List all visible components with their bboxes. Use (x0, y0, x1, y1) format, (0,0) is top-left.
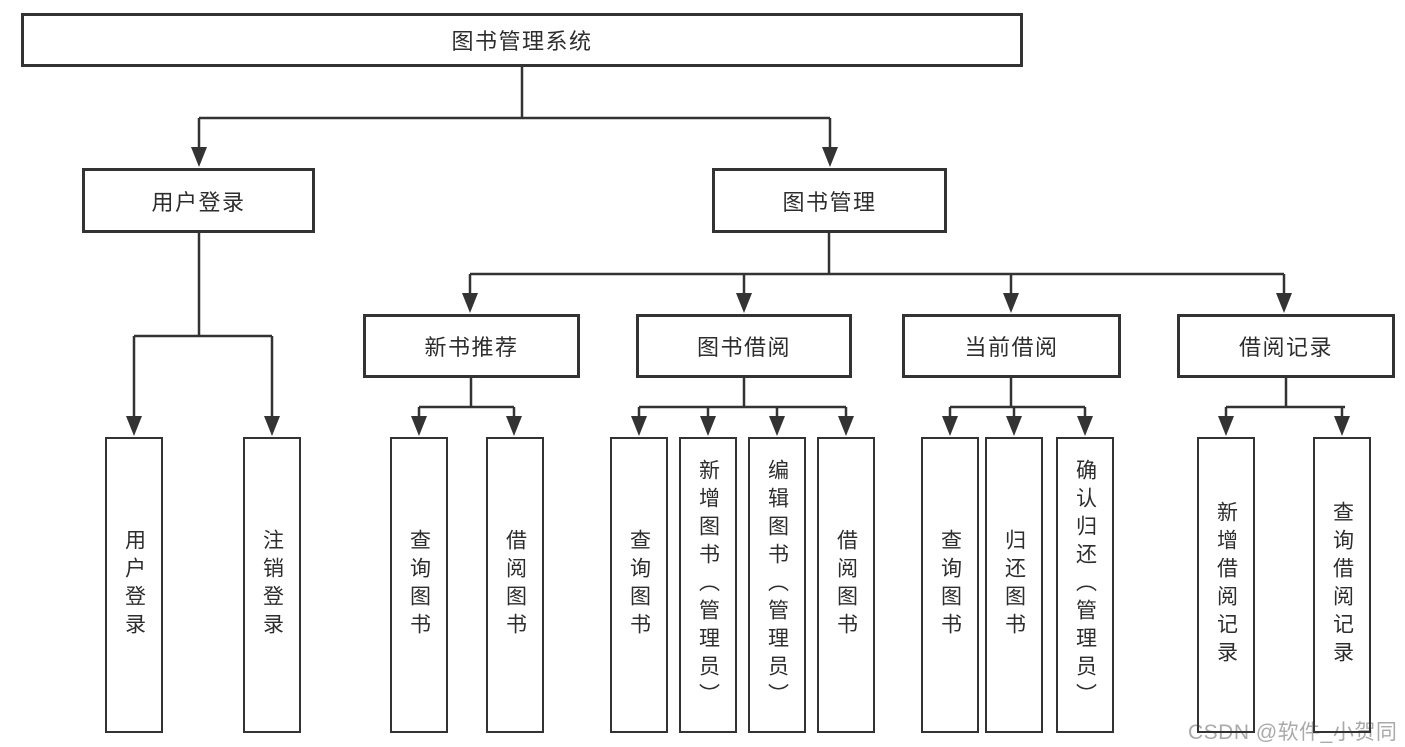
node-current-borrow: 当前借阅 (902, 314, 1121, 378)
connector-userlogin-to-leaves (132, 233, 274, 419)
node-label: 新书推荐 (424, 335, 519, 360)
connector-bookmgmt-to-level3 (468, 233, 1286, 294)
node-label: 当前借阅 (964, 335, 1059, 360)
node-book-borrow: 图书借阅 (636, 314, 852, 378)
connector-bookborrow-to-leaves (637, 378, 848, 419)
leaf-user-login: 用户登录 (105, 437, 163, 733)
leaf-label: 查询图书 (407, 529, 431, 641)
leaf-label: 新增借阅记录 (1214, 501, 1238, 669)
leaf-label: 用户登录 (122, 529, 146, 641)
leaf-label: 借阅图书 (503, 529, 527, 641)
leaf-label: 编辑图书（管理员） (765, 459, 789, 711)
leaf-borrow-books-2: 借阅图书 (817, 437, 875, 733)
node-book-management: 图书管理 (712, 168, 947, 233)
leaf-label: 借阅图书 (834, 529, 858, 641)
node-borrow-records: 借阅记录 (1177, 314, 1395, 378)
node-label: 图书管理 (782, 189, 877, 215)
node-label: 借阅记录 (1238, 335, 1333, 360)
node-label: 用户登录 (151, 189, 246, 215)
leaf-query-borrow-record: 查询借阅记录 (1313, 437, 1371, 733)
leaf-query-books-2: 查询图书 (610, 437, 668, 733)
node-label: 图书管理系统 (451, 29, 593, 54)
leaf-query-books-1: 查询图书 (390, 437, 448, 733)
leaf-add-borrow-record: 新增借阅记录 (1197, 437, 1255, 733)
connector-newbook-to-leaves (417, 378, 516, 419)
leaf-label: 新增图书（管理员） (696, 459, 720, 711)
leaf-confirm-return-admin: 确认归还（管理员） (1056, 437, 1114, 733)
leaf-return-books: 归还图书 (985, 437, 1043, 733)
node-library-management-system: 图书管理系统 (21, 13, 1023, 67)
leaf-label: 查询图书 (627, 529, 651, 641)
connector-root-to-level2 (197, 65, 832, 150)
leaf-label: 注销登录 (260, 529, 284, 641)
connector-currentborrow-to-leaves (948, 378, 1087, 419)
leaf-label: 查询图书 (938, 529, 962, 641)
leaf-borrow-books-1: 借阅图书 (486, 437, 544, 733)
leaf-edit-books-admin: 编辑图书（管理员） (748, 437, 806, 733)
leaf-add-books-admin: 新增图书（管理员） (679, 437, 737, 733)
node-label: 图书借阅 (696, 335, 791, 360)
leaf-label: 归还图书 (1002, 529, 1026, 641)
leaf-query-books-3: 查询图书 (921, 437, 979, 733)
leaf-label: 查询借阅记录 (1330, 501, 1354, 669)
node-new-book-recommend: 新书推荐 (363, 314, 580, 378)
connector-borrowrecords-to-leaves (1224, 378, 1345, 419)
leaf-logout: 注销登录 (243, 437, 301, 733)
leaf-label: 确认归还（管理员） (1073, 459, 1097, 711)
node-user-login: 用户登录 (82, 168, 315, 233)
